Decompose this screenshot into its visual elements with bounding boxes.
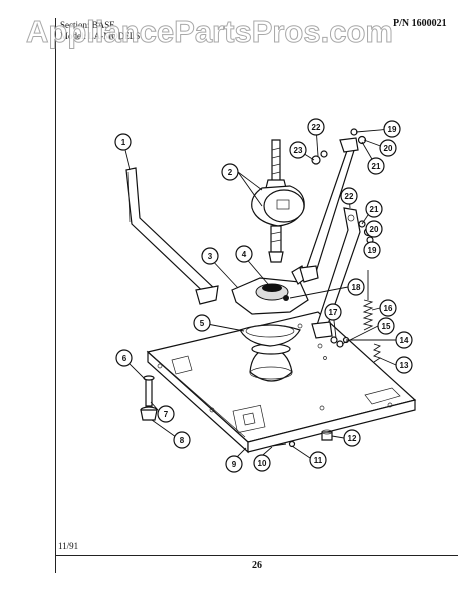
svg-text:15: 15	[382, 322, 391, 331]
page-frame-left	[55, 18, 56, 573]
svg-text:20: 20	[384, 144, 393, 153]
callout-18: 18	[347, 278, 365, 296]
model-label: Model: LA-MODELS	[60, 31, 141, 41]
svg-text:1: 1	[121, 138, 126, 147]
svg-text:19: 19	[388, 125, 397, 134]
svg-text:11: 11	[314, 456, 323, 465]
callout-1: 1	[114, 133, 132, 151]
mounting-bracket	[231, 265, 309, 315]
callout-22: 22	[340, 187, 358, 205]
svg-text:19: 19	[368, 246, 377, 255]
svg-text:6: 6	[122, 354, 127, 363]
svg-text:9: 9	[232, 460, 237, 469]
svg-text:3: 3	[208, 252, 213, 261]
callout-21: 21	[365, 200, 383, 218]
svg-text:22: 22	[312, 123, 321, 132]
svg-text:8: 8	[180, 436, 185, 445]
callout-17: 17	[324, 303, 342, 321]
svg-text:17: 17	[329, 308, 338, 317]
svg-text:22: 22	[345, 192, 354, 201]
svg-text:7: 7	[164, 410, 169, 419]
svg-text:13: 13	[400, 361, 409, 370]
callout-13: 13	[395, 356, 413, 374]
springs	[362, 270, 382, 363]
callout-14: 14	[395, 331, 413, 349]
callout-22-top: 22	[307, 118, 325, 136]
callout-balloons: 1 2 3 4 5 6 7 8 9 10 11 12 13 14 15 16 1…	[114, 118, 413, 473]
watermark-text: AppliancePartsPros.com	[26, 14, 393, 49]
callout-9: 9	[225, 455, 243, 473]
svg-text:12: 12	[348, 434, 357, 443]
svg-text:21: 21	[372, 162, 381, 171]
callout-20: 20	[365, 220, 383, 238]
svg-text:10: 10	[258, 459, 267, 468]
svg-text:18: 18	[352, 283, 361, 292]
callout-20-top: 20	[379, 139, 397, 157]
callout-7: 7	[157, 405, 175, 423]
callout-21-top: 21	[367, 157, 385, 175]
callout-2: 2	[221, 163, 239, 181]
callout-12: 12	[343, 429, 361, 447]
svg-text:5: 5	[200, 319, 205, 328]
callout-10: 10	[253, 454, 271, 472]
page-frame-bottom	[55, 555, 458, 556]
svg-text:23: 23	[294, 146, 303, 155]
svg-text:14: 14	[400, 336, 409, 345]
callout-8: 8	[173, 431, 191, 449]
callout-6: 6	[115, 349, 133, 367]
svg-text:2: 2	[228, 168, 233, 177]
svg-text:20: 20	[370, 225, 379, 234]
section-label: Section: BASE	[60, 20, 115, 30]
part-number-label: P/N 1600021	[393, 18, 447, 29]
callout-4: 4	[235, 245, 253, 263]
right-brace	[311, 207, 361, 339]
center-cone	[249, 343, 293, 382]
svg-text:4: 4	[242, 250, 247, 259]
seal-ring	[239, 324, 301, 347]
left-brace	[125, 167, 219, 305]
watermark: AppliancePartsPros.com	[26, 14, 393, 50]
callout-5: 5	[193, 314, 211, 332]
callout-19-top: 19	[383, 120, 401, 138]
upper-center-brace	[299, 137, 359, 283]
hardware	[140, 128, 374, 448]
svg-text:21: 21	[370, 205, 379, 214]
revision-date: 11/91	[58, 541, 79, 551]
callout-3: 3	[201, 247, 219, 265]
callout-16: 16	[379, 299, 397, 317]
page-number: 26	[252, 560, 262, 571]
callout-11: 11	[309, 451, 327, 469]
transmission	[251, 139, 305, 263]
callout-15: 15	[377, 317, 395, 335]
svg-text:16: 16	[384, 304, 393, 313]
callout-23: 23	[289, 141, 307, 159]
callout-19: 19	[363, 241, 381, 259]
